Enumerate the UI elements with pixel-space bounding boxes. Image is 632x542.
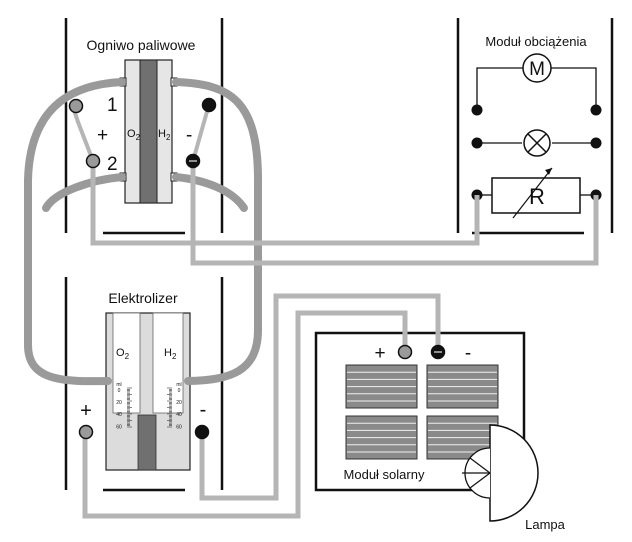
hydrogen-hose-inner xyxy=(172,173,248,212)
lamp-label: Lampa xyxy=(525,517,566,532)
electrolyzer-electrode xyxy=(137,414,157,471)
fuel-cell-terminal-2[interactable] xyxy=(85,153,101,169)
gas-hoses xyxy=(24,78,262,386)
electrolyzer-plus-label: + xyxy=(80,400,92,422)
solar-minus-label: - xyxy=(465,343,471,364)
hydrogen-hose-outer xyxy=(172,78,262,385)
electrolyzer-scale-o2: ml0 20 40 60 xyxy=(116,382,132,430)
wire-fuelcell-plus-to-resistor xyxy=(90,161,480,246)
motor-label: M xyxy=(529,59,545,80)
scale-tick-label: 40 xyxy=(176,412,182,418)
oxygen-hose-inner xyxy=(42,173,126,212)
scale-tick-label: 0 xyxy=(118,388,121,394)
oxygen-hose-outer xyxy=(24,78,126,386)
wire-fuelcell-minus-to-resistor xyxy=(190,161,599,266)
fuel-cell-minus-label: - xyxy=(186,125,192,146)
solar-plus-label: + xyxy=(374,343,385,364)
lamp: Lampa xyxy=(462,424,566,532)
electrolyzer-terminal-minus[interactable] xyxy=(194,424,210,440)
fuel-cell-o2-label: O2 xyxy=(127,128,141,142)
solar-terminal-plus[interactable] xyxy=(397,344,413,360)
electrolyzer-terminal-plus[interactable] xyxy=(78,424,94,440)
resistor-label: R xyxy=(529,184,545,209)
wire-port1-to-port2 xyxy=(72,109,95,162)
electric-wires xyxy=(72,107,599,519)
fuel-cell-module: Ogniwo paliwowe O2 H2 1 2 + - xyxy=(64,18,224,235)
fuel-cell-membrane xyxy=(139,59,158,204)
electrolyzer-scale-h2: ml0 20 40 60 xyxy=(167,382,182,430)
wire-electrolyzer-plus-to-solar xyxy=(82,310,408,519)
motor-terminal-right[interactable] xyxy=(590,104,602,116)
fuel-cell-port-1-label: 1 xyxy=(107,95,118,116)
wire-minus-jumper xyxy=(191,107,210,162)
lamp-housing xyxy=(489,424,539,522)
resistor-symbol xyxy=(491,177,581,214)
wire-electrolyzer-minus-to-solar xyxy=(199,293,441,501)
scale-tick-label: 40 xyxy=(116,412,122,418)
motor-terminal-left[interactable] xyxy=(471,104,483,116)
electrolyzer-h2-label: H2 xyxy=(164,347,177,361)
fuel-cell-terminal-1[interactable] xyxy=(68,98,84,114)
fuel-cell-title: Ogniwo paliwowe xyxy=(87,37,196,53)
electrolyzer-title: Elektrolizer xyxy=(108,290,178,306)
scale-tick-label: 60 xyxy=(116,424,122,430)
scale-unit-label: ml xyxy=(116,382,121,388)
bulb-terminal-right[interactable] xyxy=(590,137,602,149)
fuel-cell-h2-label: H2 xyxy=(158,128,171,142)
solar-module-title: Moduł solarny xyxy=(344,467,425,482)
load-module: Moduł obciążenia M R xyxy=(456,18,614,235)
scale-tick-label: 20 xyxy=(116,400,122,406)
scale-tick-label: 60 xyxy=(176,424,182,430)
load-module-title: Moduł obciążenia xyxy=(485,34,587,49)
electrolyzer-minus-label: - xyxy=(200,399,207,421)
scale-tick-label: 20 xyxy=(176,400,182,406)
terminals xyxy=(68,97,446,440)
motor-symbol xyxy=(522,53,552,83)
scale-unit-label: ml xyxy=(176,382,181,388)
fuel-cell-plus-label: + xyxy=(97,125,108,146)
fuel-cell-port-2-label: 2 xyxy=(107,154,118,175)
scale-tick-label: 0 xyxy=(178,388,181,394)
fuel-cell-terminal-minus-top[interactable] xyxy=(201,97,217,113)
electrolyzer-o2-label: O2 xyxy=(116,347,130,361)
bulb-terminal-left[interactable] xyxy=(471,137,483,149)
